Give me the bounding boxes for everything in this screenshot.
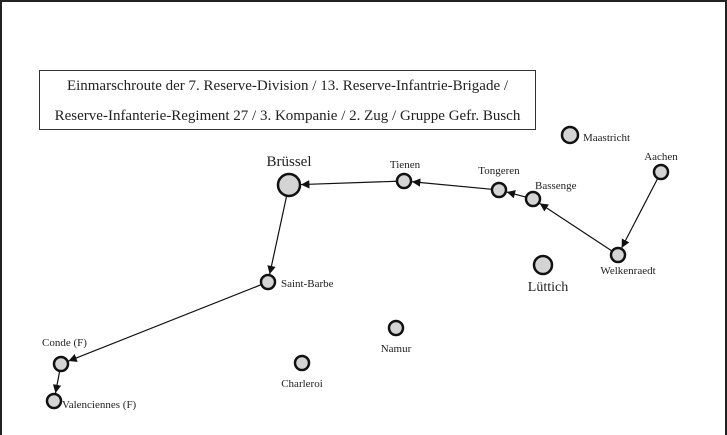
route-arrow-tongeren-to-tienen [411,178,493,190]
place-label-charleroi: Charleroi [281,378,323,390]
route-arrow-conde-to-valenciennes [52,370,62,394]
place-label-luettich: Lüttich [528,280,568,295]
route-arrow-welkenraedt-to-bassenge [539,202,613,252]
place-nodes [45,125,670,410]
place-node-valenciennes [45,392,63,410]
place-label-valenciennes: Valenciennes (F) [62,399,137,411]
place-label-namur: Namur [381,343,412,355]
place-label-bruessel: Brüssel [267,154,312,170]
route-arrow-tienen-to-bruessel [300,180,398,189]
place-node-aachen [652,163,670,181]
place-node-bruessel [276,172,302,198]
place-label-welkenraedt: Welkenraedt [600,265,655,277]
route-arrow-saint_barbe-to-conde [68,284,262,362]
title-line-1: Einmarschroute der 7. Reserve-Division /… [66,78,509,94]
place-node-maastricht [560,125,580,145]
place-label-saint_barbe: Saint-Barbe [281,278,334,290]
place-label-conde: Conde (F) [42,337,87,349]
place-node-conde [52,355,70,373]
place-node-charleroi [293,354,311,372]
map-title-box: Einmarschroute der 7. Reserve-Division /… [39,70,536,130]
place-node-tongeren [490,181,508,199]
place-node-luettich [532,254,554,276]
place-node-tienen [395,172,413,190]
place-label-aachen: Aachen [644,151,678,163]
place-label-maastricht: Maastricht [583,132,630,144]
route-arrow-bruessel-to-saint_barbe [267,195,288,275]
place-node-saint_barbe [259,273,277,291]
route-arrow-bassenge-to-tongeren [506,190,527,199]
route-arrow-aachen-to-welkenraedt [621,177,659,249]
place-label-bassenge: Bassenge [535,180,577,192]
place-label-tongeren: Tongeren [478,165,520,177]
route-edges [52,177,659,394]
place-label-tienen: Tienen [390,159,421,171]
place-node-bassenge [524,190,542,208]
title-line-2: Reserve-Infanterie-Regiment 27 / 3. Komp… [54,108,521,124]
place-node-welkenraedt [609,246,627,264]
place-node-namur [387,319,405,337]
